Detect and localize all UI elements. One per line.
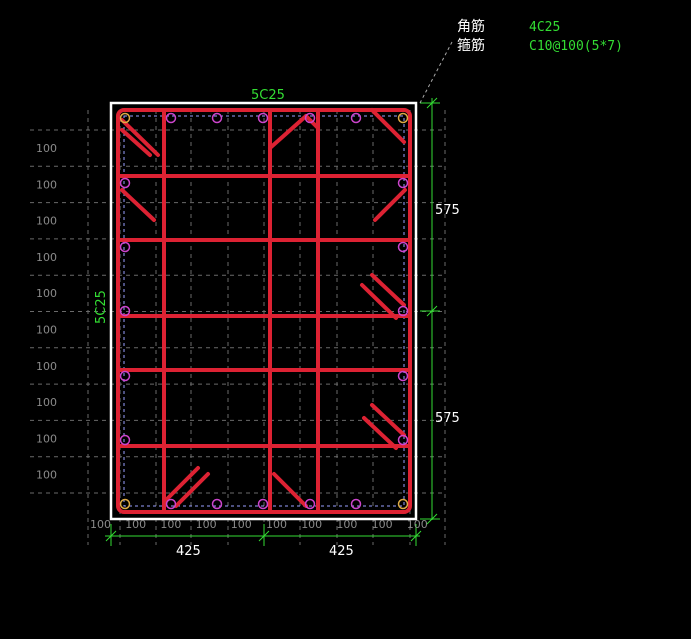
- stirrup-hook: [164, 466, 200, 502]
- stirrup-hook: [174, 472, 210, 508]
- top-bars-label: 5C25: [251, 88, 285, 103]
- rebar-group: [119, 112, 409, 510]
- stirrup-hook: [360, 283, 398, 320]
- stirrup-hook: [370, 273, 406, 307]
- dim-right-upper: 575: [435, 203, 460, 218]
- stirrup-hook: [373, 188, 407, 222]
- corner-bar-value: 4C25: [529, 20, 560, 35]
- dim-right-lower: 575: [435, 411, 460, 426]
- top-bar: [304, 112, 316, 124]
- right-bar: [397, 305, 409, 317]
- dim-bottom-left: 425: [176, 544, 201, 559]
- grid-label-left: 100: [36, 178, 57, 191]
- top-bar: [350, 112, 362, 124]
- grid-label-bottom: 100: [301, 518, 322, 531]
- grid-label-bottom: 100: [407, 518, 428, 531]
- grid-label-bottom: 100: [196, 518, 217, 531]
- leader-line: [419, 41, 453, 104]
- grid-label-left: 100: [36, 469, 57, 482]
- dimension-lines: [105, 97, 440, 546]
- stirrup-hook: [120, 118, 160, 157]
- corner-bar-label: 角筋: [457, 18, 485, 35]
- grid-label-left: 100: [36, 251, 57, 264]
- grid-label-left: 100: [36, 360, 57, 373]
- left-bar: [119, 434, 131, 446]
- grid-label-left: 100: [36, 396, 57, 409]
- dim-bottom-right: 425: [329, 544, 354, 559]
- grid-label-bottom: 100: [231, 518, 252, 531]
- right-bar: [397, 177, 409, 189]
- stirrup-hook: [272, 472, 308, 508]
- grid-label-left: 100: [36, 142, 57, 155]
- right-bar: [397, 241, 409, 253]
- right-bar: [397, 370, 409, 382]
- top-bar: [165, 112, 177, 124]
- top-bar: [257, 112, 269, 124]
- stirrup-hook: [370, 403, 406, 437]
- grid-label-bottom: 100: [336, 518, 357, 531]
- bottom-bar: [257, 498, 269, 510]
- stirrup-hook: [268, 114, 308, 150]
- grid-label-left: 100: [36, 324, 57, 337]
- bottom-bar: [165, 498, 177, 510]
- left-bar: [119, 305, 131, 317]
- grid-label-left: 100: [36, 215, 57, 228]
- left-bar: [119, 241, 131, 253]
- outer-stirrup: [116, 108, 412, 514]
- bottom-bar: [350, 498, 362, 510]
- corner-bar: [119, 498, 131, 510]
- bottom-bar: [211, 498, 223, 510]
- stirrup-hook: [362, 416, 398, 450]
- grid-label-bottom: 100: [372, 518, 393, 531]
- stirrup-group: [116, 108, 412, 514]
- corner-bar: [397, 112, 409, 124]
- left-bar: [119, 370, 131, 382]
- bottom-bar: [304, 498, 316, 510]
- corner-bar: [397, 498, 409, 510]
- stirrup-hook: [120, 188, 156, 222]
- grid-label-left: 100: [36, 287, 57, 300]
- left-bar: [119, 177, 131, 189]
- stirrup-value: C10@100(5*7): [529, 39, 623, 54]
- grid-label-bottom: 100: [160, 518, 181, 531]
- column-outline: [109, 101, 418, 521]
- grid-label-bottom: 100: [266, 518, 287, 531]
- grid-label-left: 100: [36, 432, 57, 445]
- grid-label-bottom: 100: [90, 518, 111, 531]
- right-bar: [397, 434, 409, 446]
- stirrup-hook: [370, 108, 406, 144]
- cover-line: [123, 115, 405, 507]
- corner-bar: [119, 112, 131, 124]
- grid-label-bottom: 100: [125, 518, 146, 531]
- grid-labels: 100 100 100 100 100 100 100 100 100 100 100 100 100 1…: [36, 142, 428, 531]
- stirrup-hook: [120, 128, 152, 157]
- top-bar: [211, 112, 223, 124]
- side-bars-label: 5C25: [94, 290, 109, 324]
- stirrup-label: 箍筋: [457, 37, 485, 54]
